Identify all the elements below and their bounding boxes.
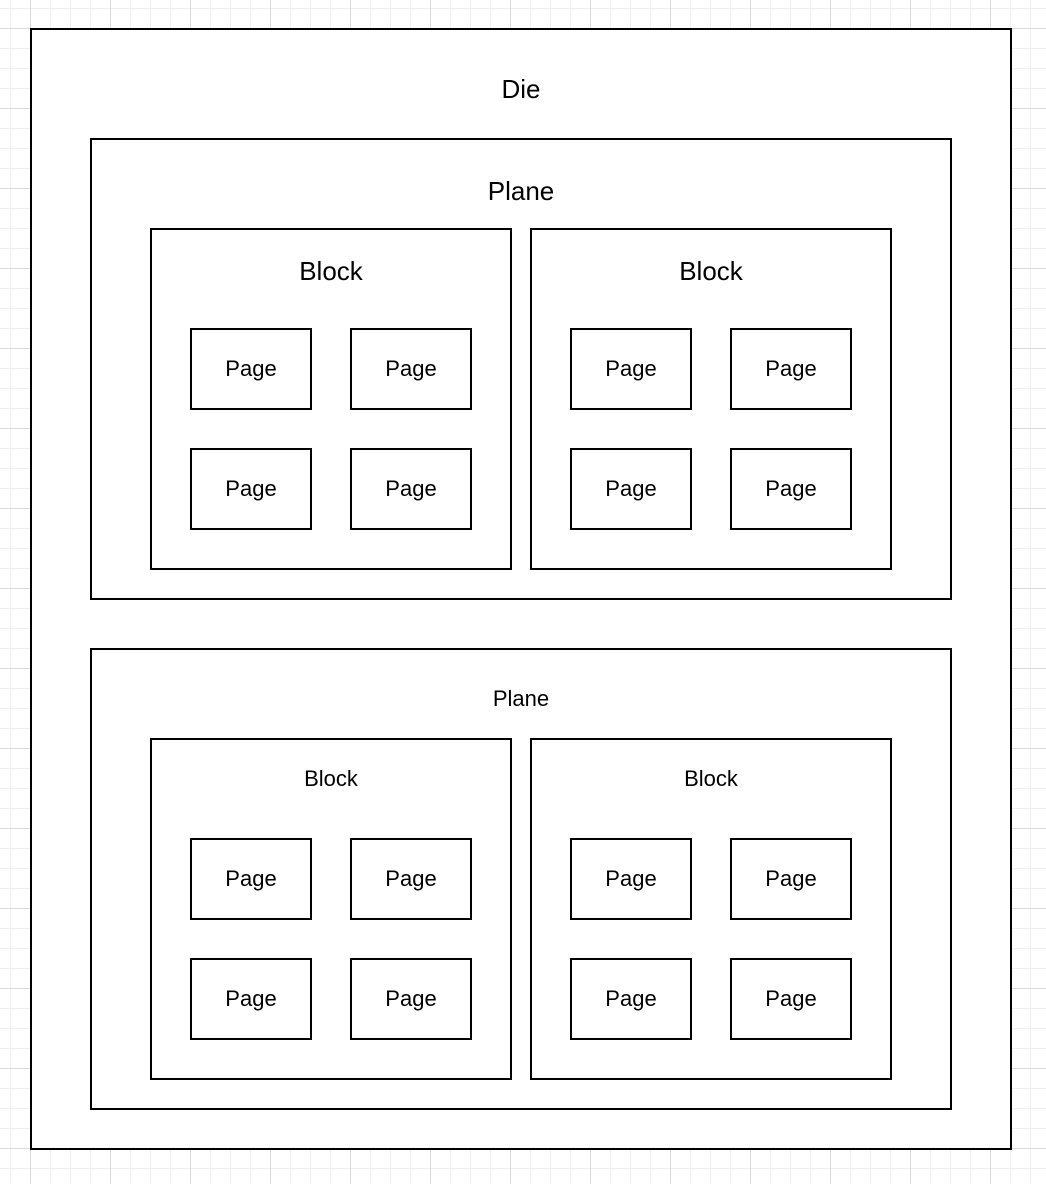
page: Page [350,448,472,530]
plane-label: Plane [492,686,550,711]
page: Page [350,958,472,1040]
page: Page [190,448,312,530]
page: Page [570,328,692,410]
plane-1: Plane Block Page Page Page Page Block Pa… [90,138,952,600]
block-1-1: Block Page Page Page Page [150,228,512,570]
block-label: Block [684,766,738,791]
page: Page [730,958,852,1040]
block-label: Block [679,256,743,286]
page: Page [730,838,852,920]
block-1-2: Block Page Page Page Page [530,228,892,570]
page: Page [190,328,312,410]
page: Page [350,328,472,410]
page: Page [730,448,852,530]
page: Page [570,838,692,920]
plane-label: Plane [487,176,555,206]
plane-2: Plane Block Page Page Page Page Block Pa… [90,648,952,1110]
die-label: Die [501,74,541,104]
page: Page [190,838,312,920]
page: Page [350,838,472,920]
block-label: Block [304,766,358,791]
page: Page [570,958,692,1040]
page: Page [570,448,692,530]
block-2-2: Block Page Page Page Page [530,738,892,1080]
block-2-1: Block Page Page Page Page [150,738,512,1080]
block-label: Block [299,256,363,286]
page: Page [730,328,852,410]
die: Die Plane Block Page Page Page Page Bloc… [30,28,1012,1150]
page: Page [190,958,312,1040]
